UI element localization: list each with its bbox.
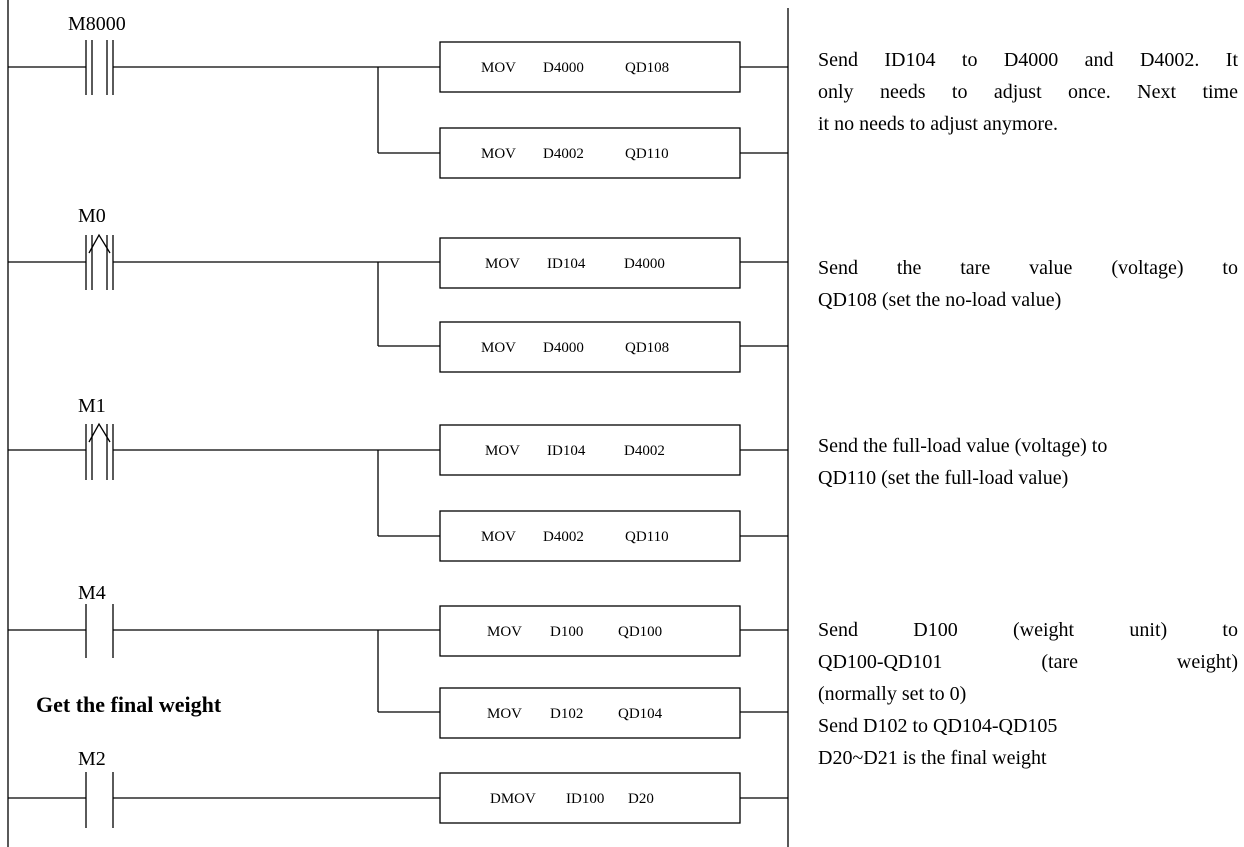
- note-line: Send D102 to QD104-QD105: [818, 715, 1058, 737]
- note-line: D20~D21 is the final weight: [818, 747, 1047, 769]
- note-line: only needs to adjust once. Next time: [818, 81, 1238, 103]
- instruction-src: D102: [550, 706, 583, 722]
- instruction-dst: QD110: [625, 146, 669, 162]
- instruction-src: D4002: [543, 529, 584, 545]
- rung-m8000: M8000 MOV D4000 QD108 MOV D4002 QD110: [8, 13, 788, 179]
- dmov-instruction-box: DMOV ID100 D20: [439, 772, 741, 824]
- note-rung-m1: Send the full-load value (voltage) to QD…: [818, 430, 1238, 494]
- instruction-src: D4002: [543, 146, 584, 162]
- instruction-src: D4000: [543, 60, 584, 76]
- instruction-src: D4000: [543, 340, 584, 356]
- contact-label-m1: M1: [78, 395, 106, 417]
- instruction-op: MOV: [485, 256, 520, 272]
- note-rung-m0: Send the tare value (voltage) to QD108 (…: [818, 252, 1238, 316]
- rung-m4: M4 MOV D100 QD100 MOV D102 QD104: [8, 582, 788, 739]
- instruction-src: ID104: [547, 443, 586, 459]
- contact-label-m8000: M8000: [68, 13, 126, 35]
- instruction-src: D100: [550, 624, 583, 640]
- rung-m2: M2 DMOV ID100 D20: [8, 748, 788, 828]
- contact-label-m4: M4: [78, 582, 106, 604]
- rising-edge-contact-icon: [8, 233, 788, 347]
- instruction-dst: D4000: [624, 256, 665, 272]
- note-line: it no needs to adjust anymore.: [818, 113, 1058, 135]
- instruction-op: DMOV: [490, 791, 536, 807]
- contact-label-m0: M0: [78, 205, 106, 227]
- note-line: QD108 (set the no-load value): [818, 289, 1062, 311]
- instruction-op: MOV: [481, 340, 516, 356]
- instruction-op: MOV: [485, 443, 520, 459]
- mov-instruction-box: MOV D102 QD104: [439, 687, 741, 739]
- instruction-op: MOV: [481, 146, 516, 162]
- normally-open-contact-icon: [8, 604, 788, 713]
- rising-edge-contact-icon: [8, 422, 788, 537]
- instruction-src: ID100: [566, 791, 604, 807]
- mov-instruction-box: MOV D100 QD100: [439, 605, 741, 657]
- mov-instruction-box: MOV D4002 QD110: [439, 510, 741, 562]
- rung-m0: M0 MOV ID104 D4000 MOV D4000 QD108: [8, 205, 788, 373]
- note-rung-m8000: Send ID104 to D4000 and D4002. It only n…: [818, 44, 1238, 140]
- instruction-dst: QD108: [625, 340, 669, 356]
- mov-instruction-box: MOV ID104 D4002: [439, 424, 741, 476]
- instruction-dst: QD110: [625, 529, 669, 545]
- instruction-dst: QD104: [618, 706, 663, 722]
- mov-instruction-box: MOV ID104 D4000: [439, 237, 741, 289]
- instruction-dst: QD100: [618, 624, 662, 640]
- instruction-op: MOV: [487, 706, 522, 722]
- rung-m1: M1 MOV ID104 D4002 MOV D4002 QD110: [8, 395, 788, 562]
- instruction-dst: D4002: [624, 443, 665, 459]
- normally-open-contact-icon: [8, 772, 788, 828]
- note-line: Send ID104 to D4000 and D4002. It: [818, 49, 1238, 71]
- mov-instruction-box: MOV D4002 QD110: [439, 127, 741, 179]
- note-line: Send the full-load value (voltage) to: [818, 435, 1108, 457]
- mov-instruction-box: MOV D4000 QD108: [439, 321, 741, 373]
- instruction-dst: QD108: [625, 60, 669, 76]
- section-heading: Get the final weight: [36, 692, 222, 717]
- instruction-op: MOV: [481, 529, 516, 545]
- note-line: QD100-QD101 (tare weight): [818, 651, 1238, 673]
- contact-label-m2: M2: [78, 748, 106, 770]
- instruction-dst: D20: [628, 791, 654, 807]
- instruction-op: MOV: [487, 624, 522, 640]
- note-line: QD110 (set the full-load value): [818, 467, 1069, 489]
- instruction-src: ID104: [547, 256, 586, 272]
- normally-open-contact-icon: [8, 40, 788, 154]
- instruction-op: MOV: [481, 60, 516, 76]
- note-rung-m4: Send D100 (weight unit) to QD100-QD101 (…: [818, 614, 1238, 774]
- note-line: Send D100 (weight unit) to: [818, 619, 1238, 641]
- mov-instruction-box: MOV D4000 QD108: [439, 41, 741, 93]
- note-line: Send the tare value (voltage) to: [818, 257, 1238, 279]
- note-line: (normally set to 0): [818, 683, 967, 705]
